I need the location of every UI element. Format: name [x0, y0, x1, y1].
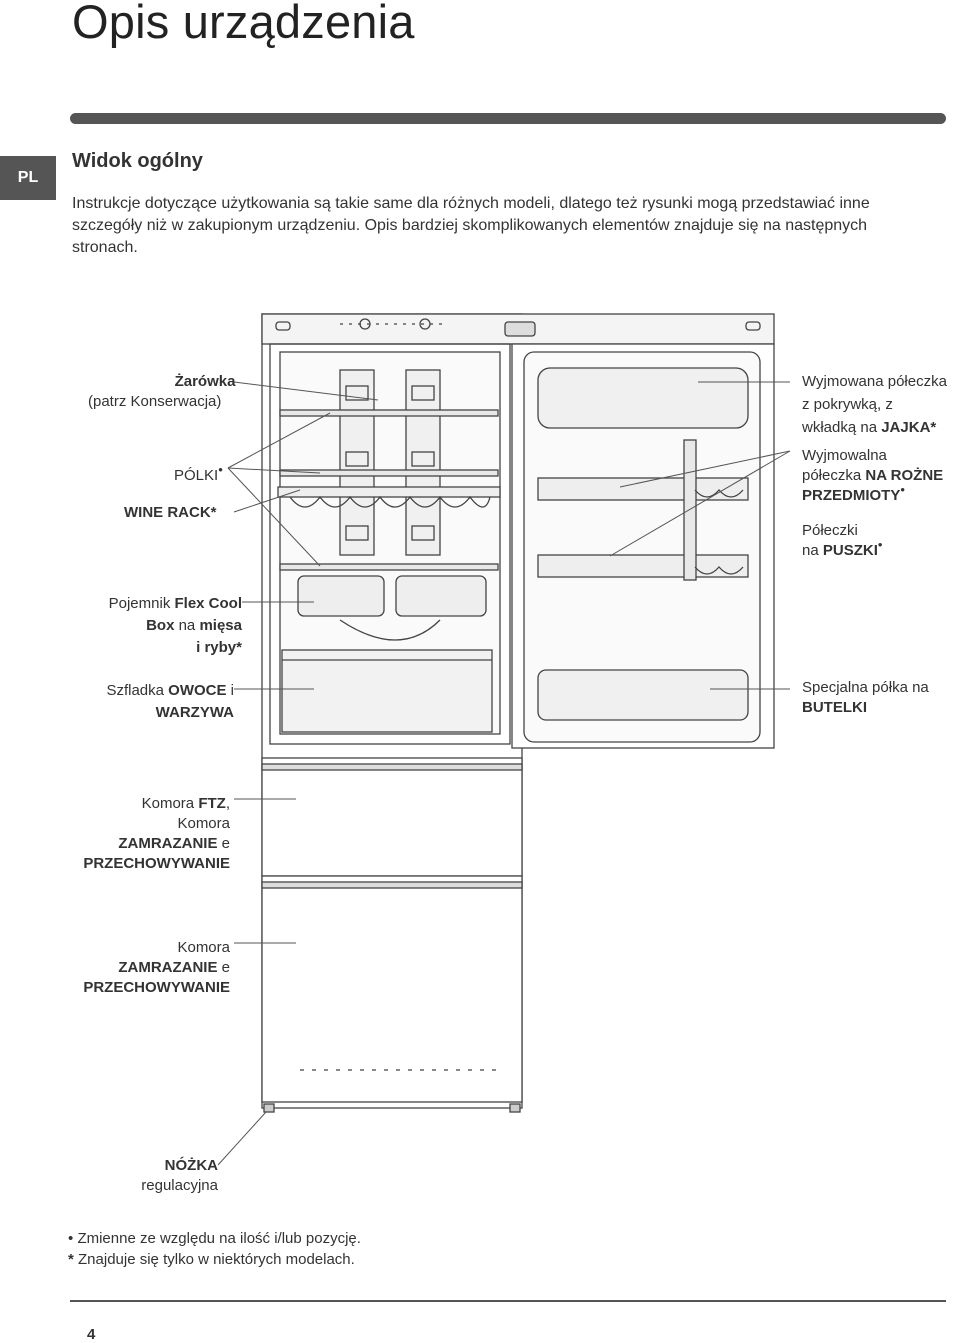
label-flex-bold2: Box: [146, 617, 175, 634]
label-ftz: Komora FTZ, Komora ZAMRAZANIE e PRZECHOW…: [40, 794, 230, 874]
label-can-1: Półeczki: [802, 522, 858, 539]
intro-paragraph: Instrukcje dotyczące użytkowania są taki…: [72, 195, 870, 256]
label-egg-shelf: Wyjmowana półeczka z pokrywką, z wkładką…: [802, 370, 947, 439]
bullet-marker: •: [877, 537, 883, 552]
label-fruit-drawer: Szfladka OWOCE i WARZYWA: [60, 680, 234, 724]
label-ftz-przech: PRZECHOWYWANIE: [83, 855, 230, 872]
bullet-marker: •: [900, 482, 905, 497]
label-misc-shelf: Wyjmowalna półeczka NA ROŻNE PRZEDMIOTY•: [802, 446, 943, 506]
label-ftz-bold: FTZ: [198, 795, 226, 812]
star-marker: *: [236, 639, 242, 656]
bottom-rule: [70, 1300, 946, 1302]
label-bulb: Żarówka: [150, 372, 260, 392]
label-egg-2: z pokrywką, z: [802, 396, 893, 413]
label-can-shelves: Półeczki na PUSZKI•: [802, 521, 882, 561]
label-misc-3-bold: PRZEDMIOTY: [802, 487, 901, 504]
label-shelves-text: PÓLKI: [174, 467, 219, 484]
label-misc-2-pre: półeczka: [802, 467, 866, 484]
label-bottle-1: Specjalna półka na: [802, 679, 929, 696]
footnote-star-text: Znajduje się tylko w niektórych modelach…: [78, 1251, 355, 1268]
label-bulb-title: Żarówka: [174, 373, 236, 390]
label-freezer-komora: Komora: [177, 939, 230, 956]
label-flex-pre: Pojemnik: [108, 595, 175, 612]
label-ftz-e: e: [217, 835, 230, 852]
star-marker: *: [210, 504, 217, 521]
label-egg-3-bold: JAJKA: [881, 419, 931, 436]
label-ftz-komora: Komora: [177, 815, 230, 832]
footnote-bullet: • Zmienne ze względu na ilość i/lub pozy…: [68, 1228, 361, 1249]
label-drawer-mid: i: [226, 682, 234, 699]
label-wine-rack: WINE RACK*: [124, 503, 217, 523]
label-egg-3-pre: wkładką na: [802, 419, 882, 436]
bullet-marker: •: [218, 462, 223, 477]
label-flex-mid: na: [174, 617, 200, 634]
label-egg-1: Wyjmowana półeczka: [802, 373, 947, 390]
section-title: Widok ogólny: [72, 150, 203, 172]
star-marker: *: [68, 1251, 74, 1268]
label-ftz-pre: Komora: [141, 795, 199, 812]
label-freezer-e: e: [217, 959, 230, 976]
label-flex-cool: Pojemnik Flex Cool Box na mięsa i ryby*: [60, 593, 242, 659]
label-misc-1: Wyjmowalna: [802, 447, 887, 464]
label-flex-bold4: i ryby: [196, 639, 237, 656]
label-drawer-pre: Szfladka: [106, 682, 169, 699]
label-foot-sub: regulacyjna: [141, 1177, 218, 1194]
page-title: Opis urządzenia: [72, 0, 415, 48]
label-ftz-comma: ,: [225, 795, 230, 812]
footnotes: • Zmienne ze względu na ilość i/lub pozy…: [68, 1228, 361, 1270]
label-can-2-pre: na: [802, 542, 823, 559]
label-drawer-bold2: WARZYWA: [155, 704, 234, 721]
star-marker: *: [930, 419, 937, 436]
label-shelves: PÓLKI•: [174, 463, 223, 486]
label-bottle-shelf: Specjalna półka na BUTELKI: [802, 678, 929, 718]
label-freezer: Komora ZAMRAZANIE e PRZECHOWYWANIE: [40, 938, 230, 998]
bullet-marker: •: [68, 1230, 74, 1247]
label-bottle-2: BUTELKI: [802, 699, 867, 716]
label-foot-title: NÓŻKA: [164, 1157, 218, 1174]
label-ftz-zamr: ZAMRAZANIE: [118, 835, 218, 852]
label-can-2-bold: PUSZKI: [822, 542, 878, 559]
label-freezer-zamr: ZAMRAZANIE: [118, 959, 218, 976]
page-number: 4: [87, 1326, 96, 1343]
label-bulb-sub: (patrz Konserwacja): [88, 393, 222, 410]
language-tab: PL: [0, 156, 56, 200]
footnote-star: * Znajduje się tylko w niektórych modela…: [68, 1249, 361, 1270]
label-foot: NÓŻKA regulacyjna: [100, 1156, 218, 1196]
title-rule: [70, 113, 946, 124]
label-freezer-przech: PRZECHOWYWANIE: [83, 979, 230, 996]
label-wine-rack-text: WINE RACK: [124, 504, 211, 521]
label-flex-bold3: mięsa: [199, 617, 242, 634]
label-flex-bold1: Flex Cool: [174, 595, 242, 612]
label-drawer-bold1: OWOCE: [168, 682, 227, 699]
label-misc-2-bold: NA ROŻNE: [865, 467, 944, 484]
footnote-bullet-text: Zmienne ze względu na ilość i/lub pozycj…: [77, 1230, 361, 1247]
